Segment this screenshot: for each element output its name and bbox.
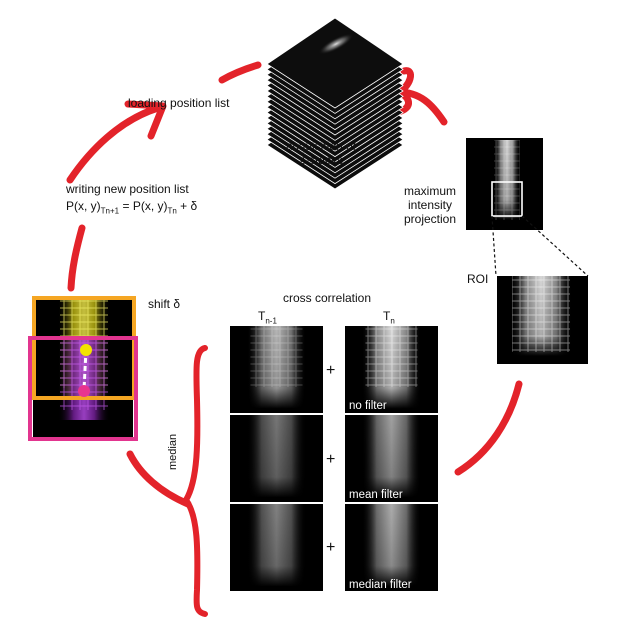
roi-zoom-line-right (521, 215, 589, 277)
shift-yellow-dot (80, 344, 92, 356)
stack-sample-glow (318, 33, 354, 55)
shift-overlay-image (28, 296, 138, 441)
roi-image (497, 276, 588, 364)
roi-label: ROI (467, 272, 489, 286)
shift-dashed-line (82, 349, 88, 391)
z-stack-illustration (266, 17, 404, 190)
panel-root-signal (246, 415, 307, 498)
panel-root-signal (361, 504, 422, 587)
median-brace (183, 345, 208, 617)
arc-loading-to-stack (218, 61, 262, 84)
loading-position-list-label: loading position list (128, 96, 230, 110)
panel-cell-pattern (365, 326, 418, 387)
panel-root-signal (246, 504, 307, 587)
plus-sign-2: + (326, 451, 336, 468)
magenta-frame (28, 336, 138, 441)
shift-pink-dot (78, 385, 90, 397)
crosscorr-panels (230, 326, 438, 591)
arc-writing-to-shift (67, 224, 86, 292)
arc-shift-to-median (126, 450, 192, 508)
red-workflow-arrows (66, 61, 523, 617)
mip-image (466, 138, 543, 230)
col-header-tn: Tn (383, 309, 395, 326)
acquisition-label: acquisition of z-stacks (285, 139, 357, 167)
stack-layer (266, 17, 404, 109)
panel-root-signal (361, 415, 422, 498)
panel-cell-pattern (250, 326, 303, 387)
writing-position-list-label: writing new position list (66, 182, 189, 196)
no-filter-label: no filter (349, 400, 387, 412)
median-brace-label: median (167, 433, 179, 470)
mean-filter-label: mean filter (349, 489, 403, 501)
arc-roi-to-crosscorr (454, 380, 523, 476)
mip-roi-box (491, 181, 523, 217)
roi-zoom-line-left (491, 215, 497, 277)
plus-sign-3: + (326, 539, 336, 556)
plus-sign-1: + (326, 362, 336, 379)
brace-right-of-stack (394, 67, 448, 126)
position-formula: P(x, y)Tn+1 = P(x, y)Tn + δ (66, 199, 198, 216)
arrowhead-loading (124, 100, 167, 140)
median-filter-label: median filter (349, 579, 412, 591)
shift-label: shift δ (148, 297, 181, 311)
mip-label: maximum intensity projection (403, 184, 457, 226)
arrow-to-loading (66, 104, 162, 184)
cross-correlation-label: cross correlation (283, 291, 372, 305)
col-header-tn-1: Tn-1 (258, 309, 277, 326)
